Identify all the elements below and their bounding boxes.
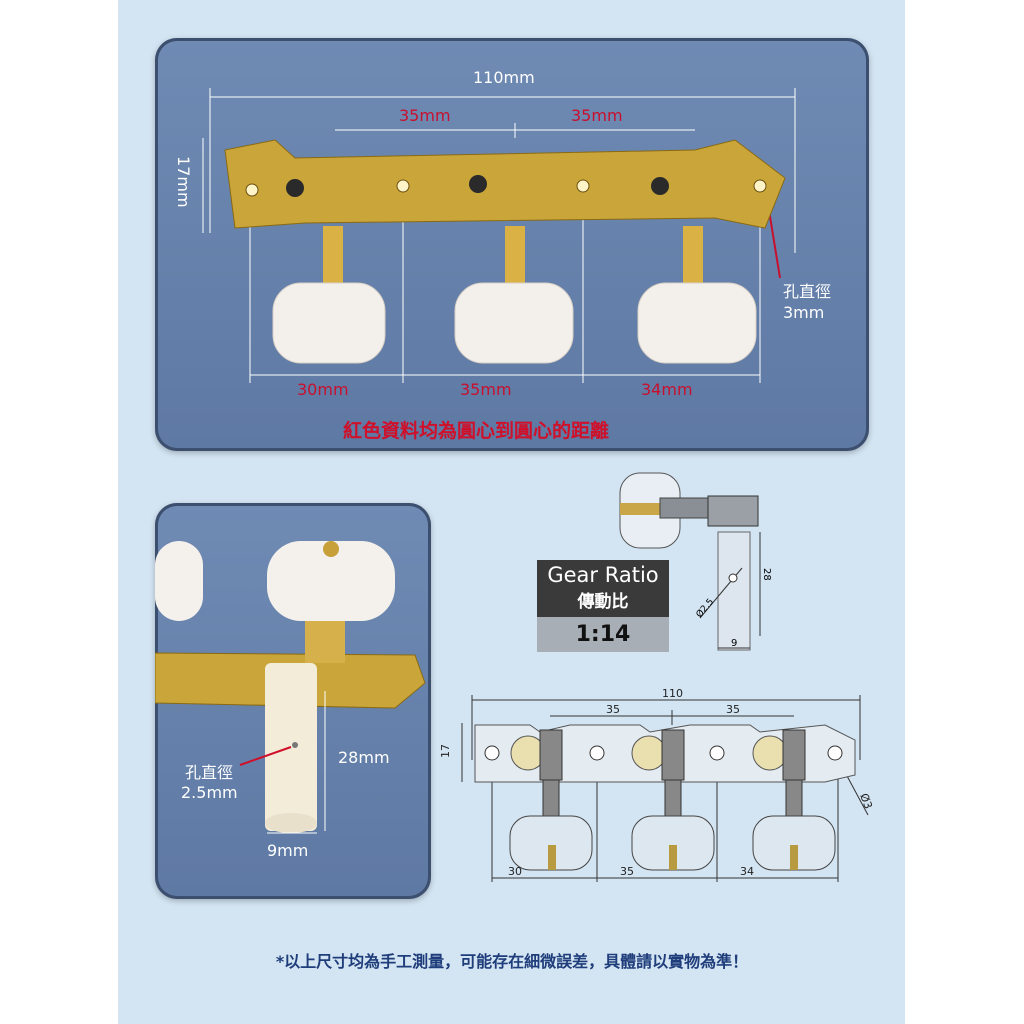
tech-height: 17 — [440, 744, 452, 758]
button-gap-2: 35mm — [460, 380, 512, 399]
tuner-photo — [202, 88, 796, 383]
gear-ratio-box: Gear Ratio 傳動比 1:14 — [537, 560, 669, 652]
total-width-label: 110mm — [473, 68, 535, 87]
button-gap-1: 30mm — [297, 380, 349, 399]
hole-label: 孔直徑 — [783, 282, 832, 301]
tech-gap-1: 30 — [508, 865, 522, 878]
button-gap-3: 34mm — [641, 380, 693, 399]
side-width: 9 — [731, 638, 737, 649]
roller-photo — [155, 541, 426, 834]
side-view-drawing: 28 9 Ø2.5 — [619, 472, 772, 651]
roller-length: 28mm — [338, 748, 390, 767]
side-length: 28 — [761, 568, 772, 581]
height-label: 17mm — [174, 156, 193, 208]
tech-total: 110 — [662, 687, 683, 700]
spacing-right-label: 35mm — [571, 106, 623, 125]
roller-detail-panel: 孔直徑 2.5mm 28mm 9mm — [155, 503, 431, 899]
roller-hole-label: 孔直徑 — [185, 763, 234, 782]
tech-spacing-2: 35 — [726, 703, 740, 716]
gear-ratio-value: 1:14 — [537, 617, 669, 652]
tech-spacing-1: 35 — [606, 703, 620, 716]
tech-hole: Ø3 — [857, 792, 875, 811]
gear-ratio-title-zh: 傳動比 — [577, 592, 629, 612]
roller-hole-size: 2.5mm — [181, 783, 238, 802]
product-photo-panel: 110mm 35mm 35mm 17mm 孔直徑 3mm 30mm 35mm 3… — [155, 38, 869, 451]
gear-ratio-title: Gear Ratio — [547, 563, 659, 587]
caption: 紅色資料均為圓心到圓心的距離 — [343, 420, 610, 442]
tech-drawing: 110 35 35 17 30 35 34 Ø3 — [440, 687, 875, 882]
roller-width: 9mm — [267, 841, 309, 860]
disclaimer-note: *以上尺寸均為手工測量，可能存在細微誤差，具體請以實物為準！ — [275, 952, 749, 971]
side-hole: Ø2.5 — [694, 596, 716, 619]
spacing-left-label: 35mm — [399, 106, 451, 125]
tech-gap-3: 34 — [740, 865, 754, 878]
tech-gap-2: 35 — [620, 865, 634, 878]
hole-size: 3mm — [783, 303, 825, 322]
